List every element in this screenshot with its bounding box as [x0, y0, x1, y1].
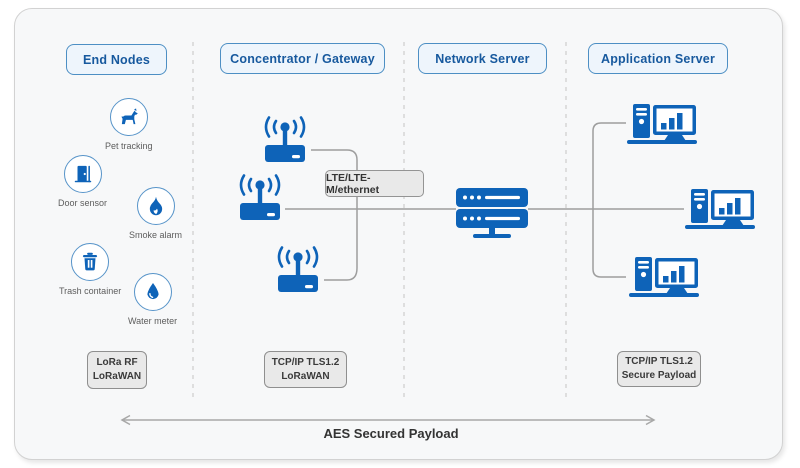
- end-node-label: Trash container: [59, 286, 122, 296]
- column-header-application-server: Application Server: [588, 43, 728, 74]
- gateway-icon: [259, 116, 311, 164]
- protocol-line: LoRa RF: [96, 357, 138, 368]
- end-node-pet-tracking: Pet tracking: [105, 98, 153, 151]
- end-node-door-sensor: Door sensor: [58, 155, 107, 208]
- end-node-trash-container: Trash container: [59, 243, 121, 296]
- protocol-label-end-nodes: LoRa RF LoRaWAN: [87, 351, 147, 389]
- water-drop-icon: [133, 273, 172, 311]
- protocol-label-application-server: TCP/IP TLS1.2 Secure Payload: [617, 351, 701, 387]
- column-header-end-nodes: End Nodes: [66, 44, 167, 75]
- dog-icon: [109, 98, 148, 136]
- protocol-line: Secure Payload: [621, 370, 697, 381]
- aes-arrow-label: AES Secured Payload: [323, 426, 459, 441]
- end-node-label: Door sensor: [58, 198, 108, 208]
- flame-icon: [136, 187, 175, 225]
- trash-icon: [71, 243, 110, 281]
- end-node-label: Pet tracking: [105, 141, 153, 151]
- application-server-icon: [628, 257, 700, 297]
- door-icon: [63, 155, 102, 193]
- application-server-icon: [684, 189, 756, 229]
- protocol-line: TCP/IP TLS1.2: [271, 356, 340, 368]
- end-node-label: Water meter: [128, 316, 178, 326]
- link-label: LTE/LTE-M/ethernet: [325, 170, 424, 197]
- gateway-icon: [234, 174, 286, 222]
- end-node-label: Smoke alarm: [129, 230, 183, 240]
- protocol-line: LoRaWAN: [92, 371, 142, 382]
- gateway-icon: [272, 246, 324, 294]
- aes-arrow: [120, 414, 656, 426]
- application-server-icon: [626, 104, 698, 144]
- column-header-network-server: Network Server: [418, 43, 547, 74]
- protocol-line: TCP/IP TLS1.2: [625, 356, 693, 367]
- protocol-line: LoRaWAN: [281, 370, 330, 382]
- end-node-smoke-alarm: Smoke alarm: [129, 187, 182, 240]
- protocol-label-gateway: TCP/IP TLS1.2 LoRaWAN: [264, 351, 347, 388]
- end-node-water-meter: Water meter: [128, 273, 177, 326]
- column-header-concentrator-gateway: Concentrator / Gateway: [220, 43, 385, 74]
- network-server-icon: [456, 186, 528, 238]
